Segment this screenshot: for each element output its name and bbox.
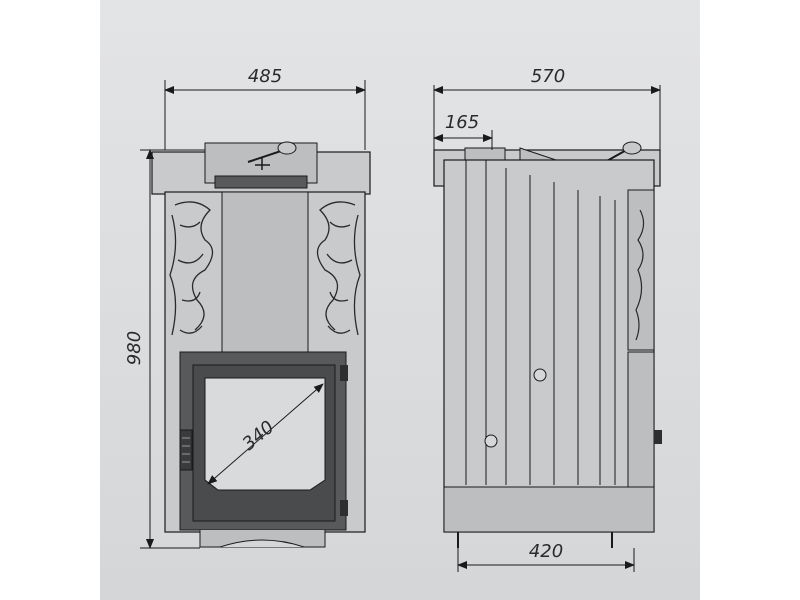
side-door-edge [627, 351, 655, 488]
left-ornament-icon [169, 201, 214, 336]
front-lid-slot [214, 175, 308, 189]
base-width-label: 420 [529, 541, 563, 562]
side-body [443, 159, 655, 533]
side-base [443, 486, 655, 533]
door-hinge [340, 365, 348, 381]
front-base-arch [219, 539, 305, 548]
right-ornament-icon [316, 201, 361, 336]
side-front-panel [627, 189, 655, 351]
front-width-label: 485 [248, 66, 282, 87]
offset-label: 165 [445, 112, 479, 133]
side-hole-lower [484, 434, 498, 448]
side-width-label: 570 [531, 66, 565, 87]
side-hole-upper [533, 368, 547, 382]
side-view: 570 165 420 [433, 66, 662, 572]
front-view: 340 485 980 [124, 66, 371, 549]
door-handle-icon [179, 429, 193, 471]
front-center-panel [221, 191, 309, 353]
side-door-latch [654, 430, 662, 444]
door-diagonal-line [207, 383, 324, 485]
door-hinge-bottom [340, 500, 348, 516]
side-ribs [465, 160, 616, 485]
height-label: 980 [124, 331, 145, 365]
lid-handle-icon [247, 141, 297, 170]
side-ornament-icon [635, 209, 645, 341]
